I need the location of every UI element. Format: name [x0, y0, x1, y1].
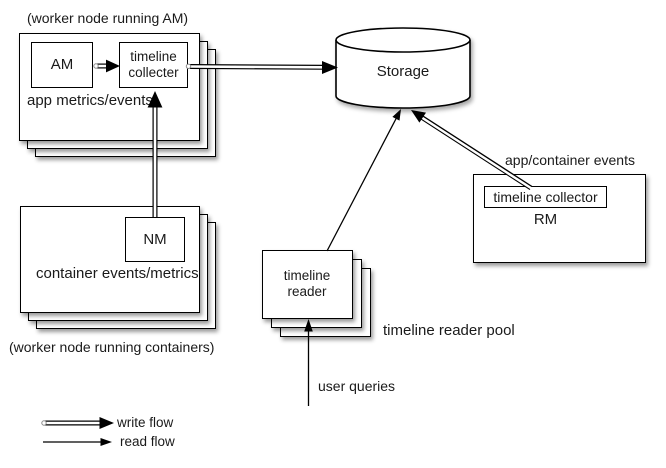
timeline-reader-node: timeline reader: [262, 250, 353, 319]
container-events-metrics-label: container events/metrics: [36, 265, 199, 282]
am-box: AM: [31, 42, 93, 88]
app-metrics-events-label: app metrics/events: [27, 92, 153, 109]
rm-node: timeline collector RM: [473, 174, 646, 263]
worker-am-node: AM timeline collecter app metrics/events: [19, 33, 200, 141]
worker-am-caption: (worker node running AM): [27, 10, 189, 26]
app-container-events-label: app/container events: [505, 152, 635, 168]
timeline-reader-labels: timeline reader: [262, 250, 353, 319]
timeline-reader-label-line1: timeline: [283, 267, 331, 283]
timeline-collector-rm-box: timeline collector: [484, 186, 607, 208]
user-queries-label: user queries: [318, 378, 396, 394]
timeline-reader-label-line2: reader: [287, 284, 327, 299]
timeline-collector-am-label-line1: timeline: [130, 48, 177, 64]
nm-label: NM: [143, 230, 167, 248]
storage-cylinder: [335, 27, 471, 109]
read-flow-arrow-icon: [43, 438, 112, 446]
nm-box: NM: [125, 217, 185, 262]
write-flow-label: write flow: [117, 415, 174, 430]
timeline-reader-pool-label: timeline reader pool: [383, 322, 515, 339]
storage-label: Storage: [376, 63, 430, 80]
timeline-collector-rm-label: timeline collector: [493, 188, 598, 205]
worker-containers-node: NM container events/metrics: [20, 206, 200, 313]
timeline-collector-am-box: timeline collecter: [119, 42, 188, 88]
timeline-collector-am-label-line2: collecter: [128, 65, 179, 80]
read-flow-label: read flow: [120, 434, 175, 449]
rm-label: RM: [533, 211, 558, 228]
write-flow-arrow-icon: [41, 417, 114, 429]
am-label: AM: [50, 56, 74, 73]
reader-to-storage-read-arrow: [326, 109, 401, 252]
worker-containers-caption: (worker node running containers): [9, 339, 215, 355]
